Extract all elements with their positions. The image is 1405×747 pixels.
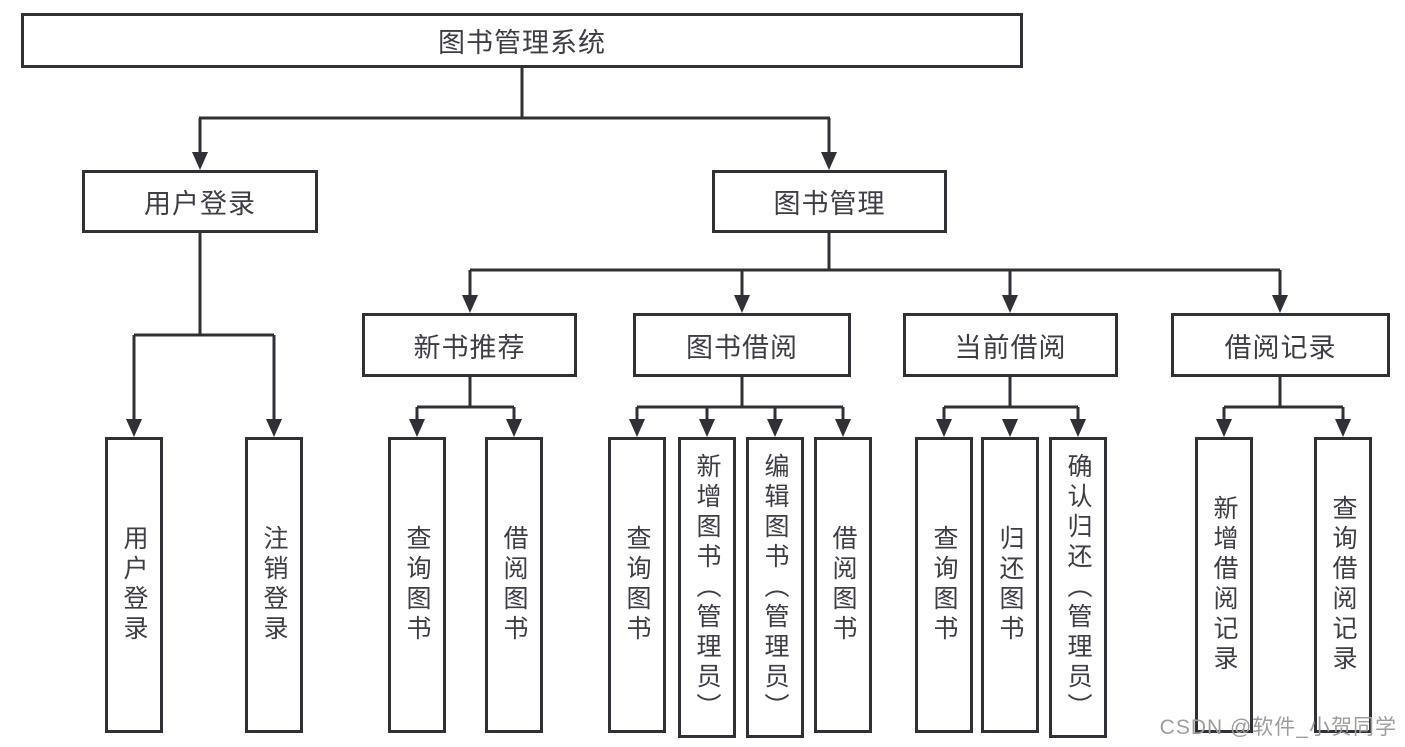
leaf-query-books-current: 查询图书	[915, 437, 973, 733]
node-new-book-recommend: 新书推荐	[362, 313, 577, 377]
node-label: 新增借阅记录	[1210, 495, 1238, 675]
node-label: 借阅图书	[500, 525, 528, 645]
leaf-user-login: 用户登录	[105, 437, 163, 733]
node-user-login-branch: 用户登录	[82, 170, 318, 233]
node-label: 用户登录	[144, 189, 256, 219]
node-label: 图书管理	[773, 189, 886, 219]
leaf-confirm-return-admin: 确认归还（管理员）	[1049, 437, 1107, 738]
node-label: 新书推荐	[413, 332, 526, 363]
node-book-borrowing: 图书借阅	[633, 313, 851, 377]
leaf-edit-books-admin: 编辑图书（管理员）	[746, 437, 804, 738]
node-label: 查询图书	[403, 525, 431, 645]
leaf-add-borrow-record: 新增借阅记录	[1195, 437, 1253, 733]
node-label: 编辑图书（管理员）	[761, 452, 789, 723]
node-current-borrowing: 当前借阅	[903, 313, 1118, 377]
node-label: 查询图书	[623, 525, 651, 645]
leaf-query-borrow-record: 查询借阅记录	[1314, 437, 1372, 733]
node-label: 当前借阅	[954, 332, 1067, 363]
node-label: 查询图书	[930, 525, 958, 645]
leaf-add-books-admin: 新增图书（管理员）	[678, 437, 736, 738]
node-label: 归还图书	[996, 525, 1024, 645]
leaf-return-books: 归还图书	[981, 437, 1039, 733]
node-library-system: 图书管理系统	[21, 13, 1023, 68]
node-label: 图书管理系统	[438, 28, 606, 58]
node-label: 图书借阅	[686, 332, 798, 363]
node-label: 注销登录	[260, 525, 288, 645]
watermark: CSDN @软件_小贺同学	[1159, 716, 1397, 739]
leaf-borrow-books: 借阅图书	[814, 437, 872, 733]
leaf-query-books-recommend: 查询图书	[388, 437, 446, 733]
node-label: 确认归还（管理员）	[1064, 452, 1092, 723]
leaf-query-books-borrow: 查询图书	[608, 437, 666, 733]
node-label: 用户登录	[120, 525, 148, 645]
node-borrowing-records: 借阅记录	[1171, 313, 1390, 377]
node-label: 借阅记录	[1224, 332, 1337, 363]
node-label: 新增图书（管理员）	[693, 452, 721, 723]
node-label: 借阅图书	[829, 525, 857, 645]
leaf-borrow-books-recommend: 借阅图书	[485, 437, 543, 733]
node-label: 查询借阅记录	[1329, 495, 1357, 675]
leaf-logout: 注销登录	[245, 437, 303, 733]
node-book-management: 图书管理	[712, 170, 947, 233]
